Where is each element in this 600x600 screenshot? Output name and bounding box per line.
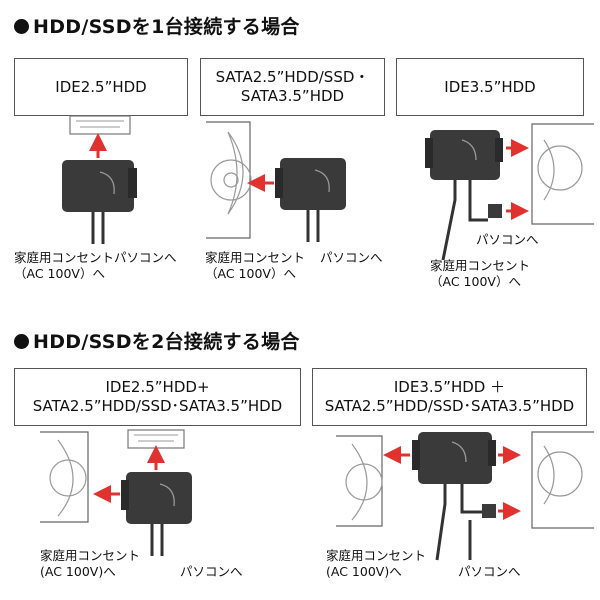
panel4-outlet-label: 家庭用コンセント (AC 100V)へ [40, 548, 141, 579]
card-ide25-title: IDE2.5”HDD [55, 77, 147, 96]
ide25-hdd-icon [69, 115, 131, 135]
ide25-hdd-icon [127, 429, 185, 449]
ide35-hdd-outline-icon [531, 123, 594, 225]
card-ide35: IDE3.5”HDD [396, 58, 584, 116]
cable-pair-icon [306, 210, 320, 242]
card-sata-title-line1: SATA2.5”HDD/SSD・ [215, 68, 370, 86]
panel2-outlet-label: 家庭用コンセント （AC 100V）へ [205, 250, 306, 281]
sata-hdd-outline-icon [206, 121, 252, 239]
bullet-icon [14, 334, 29, 349]
panel5-pc-label: パソコンへ [458, 564, 521, 579]
panel3-outlet-label: 家庭用コンセント （AC 100V）へ [430, 258, 531, 289]
panel2-pc-label: パソコンへ [320, 250, 383, 265]
power-cable-icon [441, 180, 488, 261]
card-ide25-plus-sata: IDE2.5”HDD+ SATA2.5”HDD/SSD･SATA3.5”HDD [14, 368, 301, 426]
card-ide35-plus-sata-line1: IDE3.5”HDD ＋ [393, 378, 506, 396]
panel1-outlet-label: 家庭用コンセント （AC 100V）へ [14, 250, 115, 281]
adapter-device-icon [121, 472, 192, 524]
card-sata-title-line2: SATA3.5”HDD [240, 87, 345, 105]
sata-hdd-outline-icon [336, 435, 383, 527]
card-ide35-title: IDE3.5”HDD [444, 77, 536, 96]
sata-hdd-outline-icon [40, 431, 89, 523]
power-cable-icon [435, 484, 482, 561]
card-ide25-plus-sata-line1: IDE2.5”HDD+ [105, 378, 210, 396]
card-ide35-plus-sata-line2: SATA2.5”HDD/SSD･SATA3.5”HDD [324, 397, 575, 415]
card-ide25: IDE2.5”HDD [14, 58, 188, 116]
section1-heading: HDD/SSDを1台接続する場合 [14, 12, 300, 39]
adapter-device-icon [425, 130, 503, 180]
card-sata: SATA2.5”HDD/SSD・ SATA3.5”HDD [200, 58, 385, 116]
card-ide35-plus-sata: IDE3.5”HDD ＋ SATA2.5”HDD/SSD･SATA3.5”HDD [312, 368, 587, 426]
panel5-outlet-label: 家庭用コンセント (AC 100V)へ [326, 548, 427, 579]
section2-heading: HDD/SSDを2台接続する場合 [14, 327, 300, 354]
ide35-hdd-outline-icon [531, 431, 594, 529]
power-plug-icon [488, 204, 502, 218]
cable-pair-icon [150, 524, 164, 556]
panel4-pc-label: パソコンへ [180, 564, 243, 579]
adapter-device-icon [412, 432, 496, 484]
power-plug-icon [482, 504, 496, 518]
adapter-device-icon [275, 158, 346, 210]
adapter-device-icon [62, 160, 137, 212]
bullet-icon [14, 19, 29, 34]
cable-pair-icon [91, 212, 105, 244]
panel3-pc-label: パソコンへ [476, 232, 539, 247]
card-ide25-plus-sata-line2: SATA2.5”HDD/SSD･SATA3.5”HDD [32, 397, 283, 415]
panel1-pc-label: パソコンへ [114, 250, 177, 265]
